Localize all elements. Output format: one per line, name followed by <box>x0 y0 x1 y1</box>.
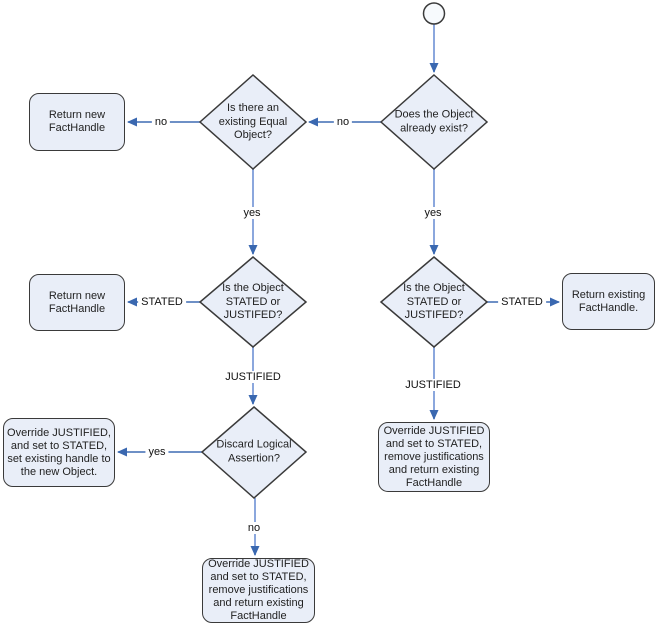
start-node <box>422 2 446 25</box>
edge-label-discard-no: no <box>244 522 264 534</box>
decision-stated-or-justified-left-shape <box>198 256 308 348</box>
decision-existing-equal-object-label: Is there an existing Equal Object? <box>218 101 288 141</box>
edge-label-equal-no: no <box>151 116 171 128</box>
edge-label-justified-left: JUSTIFIED <box>222 371 284 383</box>
decision-does-object-exist-label: Does the Object already exist? <box>394 108 474 135</box>
node-override-remove-justifications-bottom: Override JUSTIFIED and set to STATED, re… <box>202 558 315 623</box>
node-override-remove-justifications-right: Override JUSTIFIED and set to STATED, re… <box>378 422 490 492</box>
decision-existing-equal-object-shape <box>198 73 308 171</box>
node-override-set-existing-handle: Override JUSTIFIED, and set to STATED, s… <box>3 418 115 487</box>
decision-discard-logical-assertion-label: Discard Logical Assertion? <box>216 438 292 465</box>
decision-stated-or-justified-right-label: Is the Object STATED or JUSTIFED? <box>403 281 465 321</box>
node-return-new-facthandle-mid: Return new FactHandle <box>29 274 125 331</box>
edge-label-justified-right: JUSTIFIED <box>402 379 464 391</box>
edge-label-exist-yes: yes <box>421 207 445 219</box>
decision-stated-or-justified-left-label: Is the Object STATED or JUSTIFED? <box>222 281 284 321</box>
node-return-new-facthandle-top: Return new FactHandle <box>29 93 125 151</box>
decision-stated-or-justified-right-shape <box>379 256 489 348</box>
edge-label-exist-no: no <box>333 116 353 128</box>
edge-label-stated-left: STATED <box>138 296 186 308</box>
node-return-existing-facthandle: Return existing FactHandle. <box>562 273 655 330</box>
decision-does-object-exist-shape <box>379 73 489 171</box>
edge-label-equal-yes: yes <box>240 207 264 219</box>
edge-label-discard-yes: yes <box>145 446 169 458</box>
decision-discard-logical-assertion-shape <box>200 406 308 500</box>
edge-label-stated-right: STATED <box>498 296 546 308</box>
